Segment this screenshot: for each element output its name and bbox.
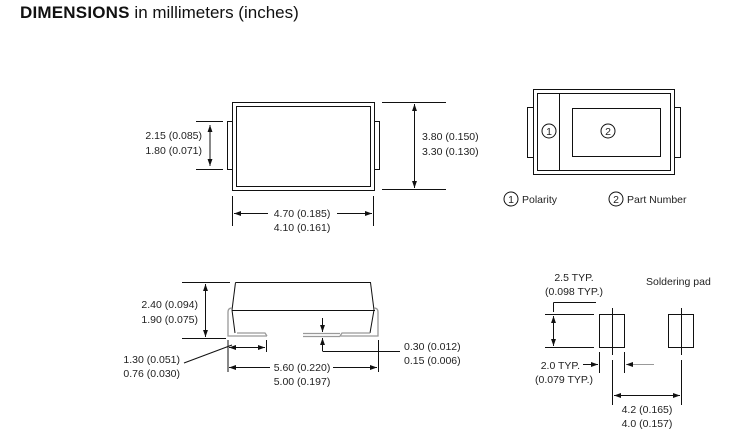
title-rest: in millimeters (inches) bbox=[129, 3, 299, 22]
soldering-pad-view: Soldering pad 2.5 TYP. (0.098 TYP.) 2.0 … bbox=[535, 272, 711, 430]
lead-length-min: 0.76 (0.030) bbox=[123, 368, 180, 380]
side-body-top bbox=[235, 282, 375, 311]
marking-lead-left bbox=[527, 107, 534, 158]
legend-2-circle bbox=[608, 191, 624, 207]
body-width-min: 4.10 (0.161) bbox=[274, 222, 331, 234]
legend-2-num: 2 bbox=[613, 194, 619, 206]
part-number-area bbox=[572, 108, 661, 157]
title-bold: DIMENSIONS bbox=[20, 3, 130, 22]
side-height-max: 2.40 (0.094) bbox=[141, 299, 198, 311]
legend-2-label: Part Number bbox=[627, 194, 687, 206]
marker-1-text: 1 bbox=[546, 126, 552, 138]
marking-view: 1 2 1 Polarity 2 Part Number bbox=[503, 89, 687, 207]
pad-width-line2: (0.079 TYP.) bbox=[535, 374, 593, 386]
top-lead-left bbox=[227, 121, 233, 170]
pad-height-line2: (0.098 TYP.) bbox=[545, 286, 603, 298]
marker-1-circle bbox=[541, 123, 557, 139]
lead-thickness-max: 0.30 (0.012) bbox=[404, 341, 461, 353]
overall-length-max: 5.60 (0.220) bbox=[274, 362, 331, 374]
marker-2-circle bbox=[600, 123, 616, 139]
lead-thickness-min: 0.15 (0.006) bbox=[404, 355, 461, 367]
side-view: 2.40 (0.094) 1.90 (0.075) 0.30 (0.012) 0… bbox=[123, 282, 461, 388]
body-height-min: 3.30 (0.130) bbox=[422, 146, 479, 158]
pitch-max: 4.2 (0.165) bbox=[622, 404, 673, 416]
top-body-inner bbox=[236, 106, 371, 187]
page-title: DIMENSIONS in millimeters (inches) bbox=[20, 3, 299, 23]
pitch-min: 4.0 (0.157) bbox=[622, 418, 673, 430]
lead-length-max: 1.30 (0.051) bbox=[123, 354, 180, 366]
body-width-max: 4.70 (0.185) bbox=[274, 208, 331, 220]
lead-height-min: 1.80 (0.071) bbox=[145, 145, 202, 157]
overall-length-min: 5.00 (0.197) bbox=[274, 376, 331, 388]
top-body-outer bbox=[232, 102, 375, 191]
marking-lead-right bbox=[674, 107, 681, 158]
side-height-min: 1.90 (0.075) bbox=[141, 314, 198, 326]
lead-height-max: 2.15 (0.085) bbox=[145, 130, 202, 142]
marker-2-text: 2 bbox=[605, 126, 611, 138]
legend-1-circle bbox=[503, 191, 519, 207]
legend-1-label: Polarity bbox=[522, 194, 558, 206]
top-lead-right bbox=[374, 121, 380, 170]
marking-body-inner bbox=[537, 93, 671, 171]
pad-height-line1: 2.5 TYP. bbox=[554, 272, 593, 284]
pad-width-line1: 2.0 TYP. bbox=[541, 360, 580, 372]
body-height-max: 3.80 (0.150) bbox=[422, 131, 479, 143]
soldering-pad-title: Soldering pad bbox=[646, 276, 711, 288]
top-view: 2.15 (0.085) 1.80 (0.071) 3.80 (0.150) 3… bbox=[145, 102, 479, 234]
legend-1-num: 1 bbox=[508, 194, 514, 206]
marking-body-outer bbox=[533, 89, 675, 175]
side-lead-inner bbox=[237, 332, 370, 337]
side-lead-outer bbox=[227, 307, 379, 337]
